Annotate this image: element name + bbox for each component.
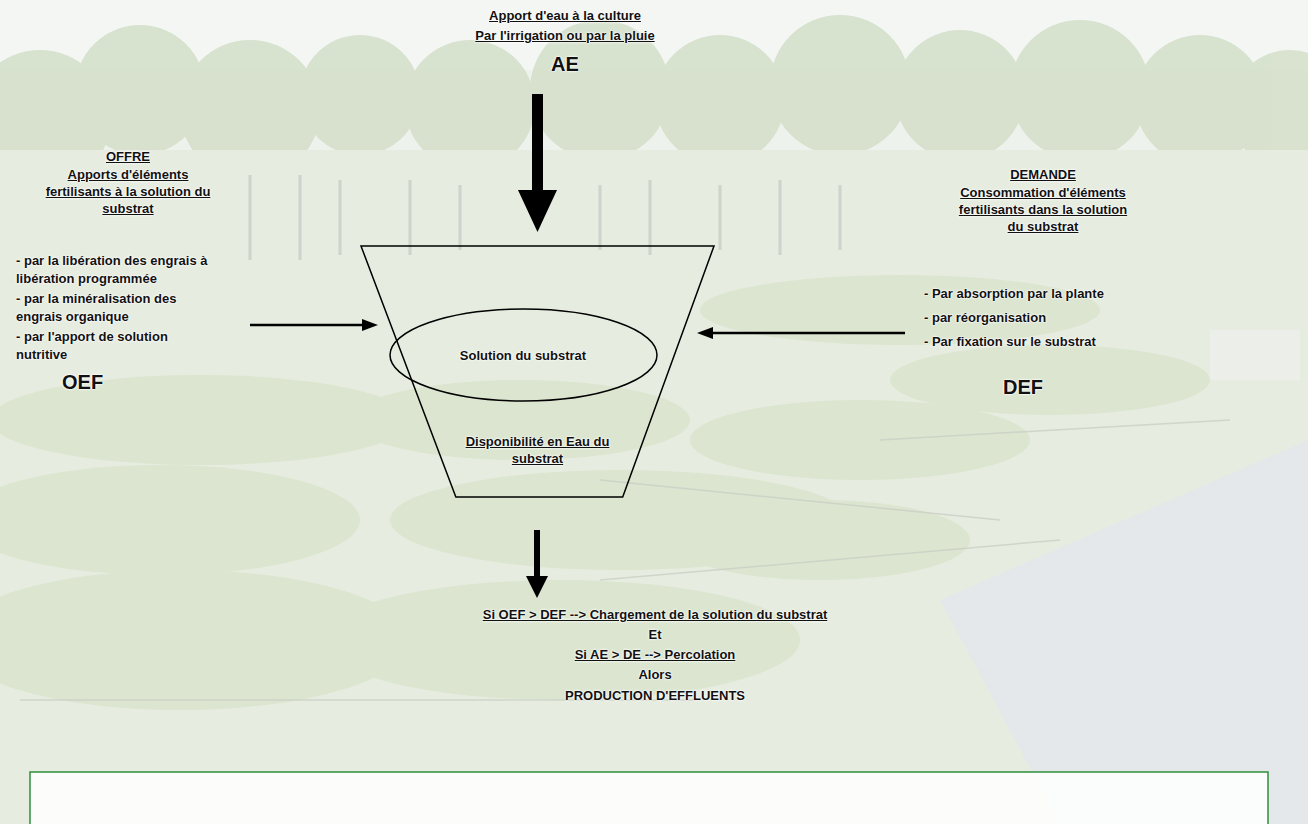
label-text: Apports d'éléments fertilisants à la sol…: [12, 166, 244, 217]
text-group: OFFREApports d'éléments fertilisants à l…: [12, 148, 244, 394]
label-text: OEF: [12, 370, 244, 394]
label-text: OFFRE: [12, 148, 244, 166]
label-text: DEF: [918, 375, 1168, 399]
label-text: - par la libération des engrais à libéra…: [12, 252, 244, 288]
text-group: Si OEF > DEF --> Chargement de la soluti…: [355, 605, 955, 706]
label-text: Si AE > DE --> Percolation: [355, 645, 955, 665]
label-text: - Par fixation sur le substrat: [918, 333, 1168, 351]
label-text: - par l'apport de solution nutritive: [12, 328, 244, 364]
label-text: PRODUCTION D'EFFLUENTS: [355, 685, 955, 706]
node-text: Solution du substrat: [389, 347, 658, 364]
label-text: - par réorganisation: [918, 309, 1168, 327]
label-text: DEMANDE: [918, 166, 1168, 184]
trapezoid-node: Disponibilité en Eau du substrat Solution…: [360, 245, 715, 498]
trapezoid-shape: [361, 246, 714, 497]
ellipse-node: Solution du substrat: [389, 308, 658, 402]
ellipse-shape: [390, 309, 657, 401]
label-text: Alors: [355, 665, 955, 685]
note-frame: [30, 772, 1268, 824]
label-text: Consommation d'éléments fertilisants dan…: [918, 184, 1168, 235]
label-text: - Par absorption par la plante: [918, 285, 1168, 303]
label-text: Apport d'eau à la culture: [365, 6, 765, 26]
node-text: Disponibilité en Eau du substrat: [360, 433, 715, 467]
label-text: AE: [365, 52, 765, 76]
label-text: Et: [355, 625, 955, 645]
label-text: - par la minéralisation des engrais orga…: [12, 290, 244, 326]
label-text: Si OEF > DEF --> Chargement de la soluti…: [355, 605, 955, 625]
label-text: Par l'irrigation ou par la pluie: [365, 26, 765, 46]
text-group: DEMANDEConsommation d'éléments fertilisa…: [918, 166, 1168, 399]
text-group: Apport d'eau à la culturePar l'irrigatio…: [365, 6, 765, 76]
